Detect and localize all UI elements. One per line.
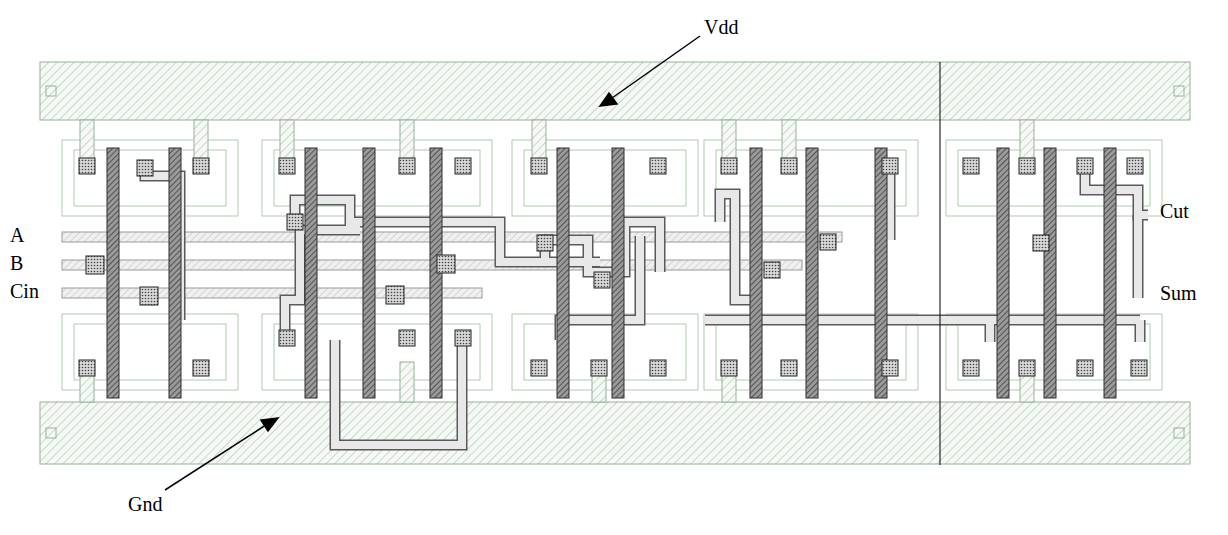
signal-name: A xyxy=(10,224,24,246)
contact xyxy=(79,158,95,174)
gate xyxy=(997,148,1009,398)
contact xyxy=(279,330,295,346)
wire-cin xyxy=(62,288,482,298)
vdd-strap xyxy=(722,120,736,160)
contact xyxy=(455,158,471,174)
contact xyxy=(399,158,415,174)
contact xyxy=(963,360,979,376)
rail-pin xyxy=(1174,86,1184,96)
p-diffusion xyxy=(524,150,686,206)
contact xyxy=(781,158,797,174)
signal-name: Sum xyxy=(1160,282,1197,304)
contact xyxy=(287,214,303,230)
contact xyxy=(1131,360,1147,376)
contact xyxy=(193,360,209,376)
gate xyxy=(305,148,317,398)
contact xyxy=(279,158,295,174)
contact xyxy=(1033,235,1049,251)
n-diffusion xyxy=(74,324,226,380)
vdd-strap xyxy=(532,120,546,160)
vdd-rail xyxy=(40,62,1190,120)
contact xyxy=(399,330,415,346)
gate xyxy=(612,148,624,398)
contacts xyxy=(79,158,1147,376)
contact xyxy=(86,256,104,274)
signal-name: Cut xyxy=(1160,200,1189,222)
contact xyxy=(386,286,404,304)
contact xyxy=(1019,360,1035,376)
gate xyxy=(750,148,762,398)
gate xyxy=(107,148,119,398)
contact xyxy=(591,360,607,376)
vdd-strap xyxy=(80,120,94,160)
power-rails xyxy=(40,62,1190,464)
rail-pin xyxy=(46,428,56,438)
gnd-rail xyxy=(40,402,1190,464)
contact xyxy=(531,158,547,174)
contact xyxy=(781,360,797,376)
contact xyxy=(437,255,455,273)
gate xyxy=(806,148,818,398)
n-diffusion xyxy=(524,324,686,380)
supply-label: Vdd xyxy=(704,16,738,38)
arrow-head xyxy=(600,93,617,106)
contact xyxy=(650,158,666,174)
contact xyxy=(820,234,836,250)
vdd-strap xyxy=(400,120,414,160)
leader-line xyxy=(165,425,266,490)
contact xyxy=(1019,158,1035,174)
arrow-head xyxy=(261,418,278,431)
leader-arrows xyxy=(165,36,700,490)
vdd-strap xyxy=(1020,120,1034,160)
vdd-strap xyxy=(280,120,294,160)
contact xyxy=(882,158,898,174)
contact xyxy=(594,272,610,288)
gate xyxy=(1104,148,1116,398)
contact xyxy=(79,360,95,376)
gate xyxy=(1044,148,1056,398)
vdd-strap xyxy=(782,120,796,160)
contact xyxy=(650,360,666,376)
contact xyxy=(721,158,737,174)
poly-gates xyxy=(107,148,1116,398)
gate xyxy=(557,148,569,398)
contact xyxy=(1077,158,1093,174)
contact xyxy=(193,158,209,174)
contact xyxy=(882,360,898,376)
cell-divider xyxy=(940,62,941,465)
gate xyxy=(169,148,181,398)
signal-name: Cin xyxy=(10,280,39,302)
rail-pin xyxy=(46,86,56,96)
contact xyxy=(963,158,979,174)
contact xyxy=(531,360,547,376)
contact xyxy=(137,160,153,176)
contact xyxy=(537,235,553,251)
rail-pin xyxy=(1174,428,1184,438)
supply-label: Gnd xyxy=(128,493,162,515)
vdd-strap xyxy=(194,120,208,160)
contact xyxy=(1077,360,1093,376)
contact xyxy=(1127,158,1143,174)
gate xyxy=(363,148,375,398)
gnd-strap xyxy=(400,362,414,402)
contact xyxy=(140,287,158,305)
leader-line xyxy=(612,36,700,98)
signal-name: B xyxy=(10,252,23,274)
contact xyxy=(721,360,737,376)
contact xyxy=(764,262,780,278)
contact xyxy=(455,330,471,346)
